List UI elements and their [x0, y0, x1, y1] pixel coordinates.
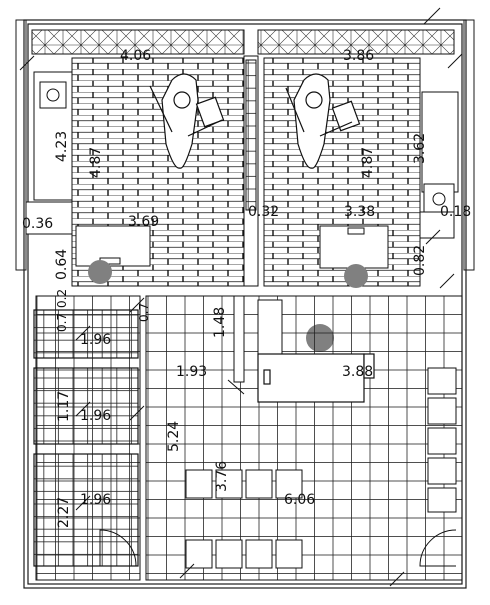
dim-right-entry: 0.82: [412, 245, 428, 276]
dim-top-left-width: 4.06: [120, 48, 151, 64]
left-wall-steps: [15, 19, 475, 271]
left-counter: [75, 225, 151, 267]
waiting-chairs-center: [185, 469, 303, 569]
dim-left-small-a: 0.2: [55, 289, 69, 308]
dim-corridor-length: 5.24: [166, 421, 182, 452]
dim-booth1-width: 1.96: [80, 332, 111, 348]
top-planter-left: [31, 29, 245, 55]
dim-right-room-height: 4.87: [360, 147, 376, 178]
booth-3: [33, 453, 139, 567]
dim-partition-height: 1.48: [212, 307, 228, 338]
dim-corridor-width: 0.7: [137, 303, 151, 322]
dim-left-small-width: 0.36: [22, 216, 53, 232]
dim-left-counter-width: 3.69: [128, 214, 159, 230]
dim-left-room-height: 4.87: [88, 147, 104, 178]
dim-booth3-width: 1.96: [80, 492, 111, 508]
dim-top-right-width: 3.86: [343, 48, 374, 64]
dim-right-wall-height: 3.62: [412, 133, 428, 164]
dim-right-counter-width: 3.38: [344, 204, 375, 220]
gray-plant-right: [344, 264, 368, 288]
right-counter: [319, 225, 389, 269]
dim-booth3-height: 2.27: [56, 497, 72, 528]
booth-1: [33, 309, 139, 359]
dim-booth2-width: 1.96: [80, 408, 111, 424]
waiting-chairs-right: [427, 367, 457, 513]
dim-middle-gap: 0.32: [248, 204, 279, 220]
dim-left-wall-height: 4.23: [54, 131, 70, 162]
dental-chair-left: [149, 73, 225, 169]
top-planter-right: [257, 29, 455, 55]
left-cabinet: [25, 71, 73, 235]
partition-wall: [233, 295, 283, 383]
gray-plant-left: [88, 260, 112, 284]
dim-booth2-height: 1.17: [56, 391, 72, 422]
dim-left-entry: 0.64: [54, 249, 70, 280]
dental-chair-right: [285, 73, 361, 169]
dim-dining-width: 6.06: [284, 492, 315, 508]
dim-dining-depth: 3.76: [214, 461, 230, 492]
dim-corridor-mid: 1.93: [176, 364, 207, 380]
dim-table-width: 3.88: [342, 364, 373, 380]
door-swings: [99, 529, 457, 567]
dim-right-small-width: 0.18: [440, 204, 471, 220]
dimension-ticks: [19, 7, 463, 587]
reception-desk: [257, 353, 375, 403]
dim-left-small-b: 0.7: [55, 313, 69, 332]
right-cabinet: [419, 91, 459, 239]
middle-divider: [243, 55, 259, 287]
